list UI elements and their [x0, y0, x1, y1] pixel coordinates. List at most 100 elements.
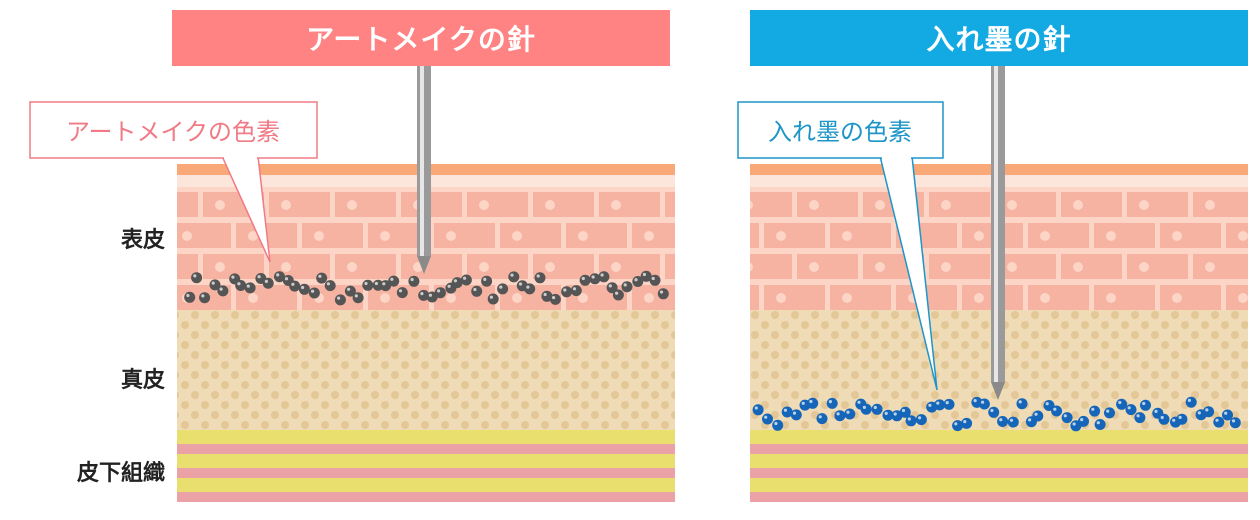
pigment-highlight [1096, 421, 1100, 425]
pigment-particle [598, 271, 610, 283]
pigment-particle [1134, 412, 1146, 424]
pigment-highlight [246, 284, 250, 288]
epidermis-label: 表皮 [120, 228, 165, 253]
pigment-particle [1203, 406, 1215, 418]
pigment-highlight [591, 275, 595, 279]
pigment-particle [334, 294, 346, 306]
pigment-particle [289, 280, 301, 292]
pigment-particle [352, 292, 364, 304]
pigment-particle [481, 275, 493, 287]
pigment-highlight [873, 405, 877, 410]
pigment-particle [497, 283, 509, 295]
pigment-particle [262, 277, 274, 289]
pigment-highlight [354, 294, 358, 298]
pigment-particle [988, 406, 1000, 418]
pigment-highlight [572, 287, 577, 291]
pigment-particle [860, 403, 872, 415]
pigment-highlight [818, 415, 822, 419]
pigment-highlight [453, 279, 457, 283]
pigment-highlight [543, 292, 547, 297]
pigment-highlight [1224, 411, 1228, 415]
tattoo-pigment-particles [752, 396, 1241, 432]
pigment-highlight [231, 275, 235, 279]
pigment-particle [807, 397, 819, 409]
pigment-particle [997, 416, 1009, 427]
pigment-highlight [374, 281, 378, 286]
pigment-highlight [1028, 418, 1032, 422]
pigment-highlight [201, 294, 205, 298]
pigment-highlight [398, 289, 403, 293]
pigment-highlight [642, 272, 647, 277]
pigment-particle [561, 286, 573, 298]
pigment-particle [871, 403, 883, 415]
dermis-label: 真皮 [120, 368, 165, 393]
pigment-highlight [420, 292, 424, 296]
artmake-pigment-label: アートメイクの色素 [66, 118, 280, 146]
pigment-particle [244, 282, 256, 294]
pigment-particle [790, 409, 802, 421]
pigment-particle [1078, 415, 1089, 427]
pigment-highlight [1034, 412, 1038, 416]
pigment-particle [1140, 399, 1151, 411]
pigment-highlight [918, 416, 922, 420]
pigment-highlight [473, 287, 477, 292]
pigment-highlight [447, 284, 451, 288]
pigment-highlight [301, 285, 305, 290]
pigment-highlight [264, 279, 268, 283]
pigment-highlight [219, 287, 223, 291]
pigment-highlight [536, 274, 540, 278]
pigment-highlight [1009, 418, 1014, 422]
pigment-highlight [901, 408, 906, 413]
pigment-highlight [615, 291, 619, 295]
pigment-highlight [945, 401, 949, 405]
artmake-pigment-callout: アートメイクの色素 [29, 101, 318, 263]
pigment-highlight [634, 278, 638, 282]
pigment-highlight [1172, 418, 1176, 422]
pigment-highlight [764, 415, 768, 419]
pigment-particle [915, 414, 927, 426]
pigment-particle [621, 281, 633, 293]
pigment-particle [612, 289, 624, 301]
pigment-particle [772, 419, 784, 431]
pigment-particle [1176, 413, 1188, 425]
pigment-highlight [284, 277, 289, 281]
pigment-highlight [857, 400, 861, 404]
pigment-highlight [326, 282, 330, 286]
pigment-particle [549, 293, 561, 305]
pigment-highlight [311, 289, 315, 293]
pigment-particle [834, 410, 846, 422]
pigment-highlight [600, 273, 604, 277]
pigment-particle [1051, 405, 1063, 417]
pigment-particle [961, 417, 973, 429]
pigment-highlight [907, 417, 911, 421]
pigment-highlight [936, 401, 940, 405]
pigment-highlight [651, 276, 655, 281]
pigment-highlight [1154, 409, 1158, 413]
pigment-particle [1007, 416, 1019, 428]
pigment-highlight [489, 295, 493, 299]
pigment-particle [570, 285, 582, 297]
pigment-highlight [552, 296, 556, 300]
pigment-particle [1089, 405, 1101, 417]
pigment-highlight [828, 400, 833, 404]
pigment-particle [1222, 409, 1233, 421]
pigment-highlight [963, 420, 967, 424]
pigment-highlight [801, 401, 805, 405]
pigment-particle [408, 275, 420, 287]
pigment-highlight [518, 282, 523, 286]
pigment-highlight [836, 412, 840, 416]
pigment-highlight [483, 277, 487, 281]
pigment-particle [905, 415, 917, 427]
pigment-particle [388, 275, 400, 287]
pigment-particle [579, 274, 591, 286]
tattoo-needle-title: 入れ墨の針 [750, 10, 1248, 66]
pigment-highlight [1136, 414, 1140, 418]
pigment-highlight [347, 287, 351, 291]
pigment-highlight [954, 422, 958, 426]
pigment-highlight [526, 285, 530, 289]
pigment-highlight [211, 281, 215, 285]
pigment-highlight [973, 399, 977, 403]
tattoo-needle [991, 66, 1005, 400]
tattoo-pigment-label: 入れ墨の色素 [768, 118, 912, 146]
pigment-highlight [783, 408, 788, 412]
